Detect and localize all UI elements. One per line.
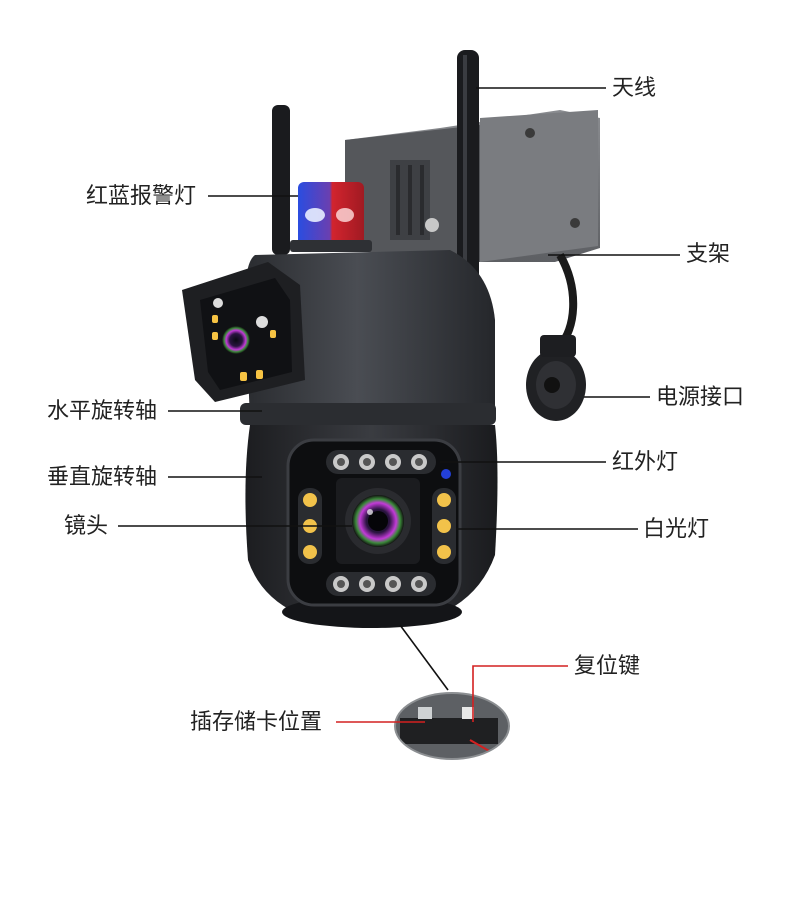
label-ir-light: 红外灯 xyxy=(612,450,679,475)
label-alarm-light: 红蓝报警灯 xyxy=(86,184,197,209)
label-bracket: 支架 xyxy=(686,242,731,267)
label-reset-button: 复位键 xyxy=(574,654,641,679)
bracket-icon xyxy=(345,110,600,262)
power-port-icon xyxy=(526,253,586,421)
label-pan-axis: 水平旋转轴 xyxy=(47,399,158,424)
sd-slot-inset xyxy=(394,624,510,760)
label-antenna: 天线 xyxy=(612,76,657,101)
fixed-camera-icon xyxy=(182,262,305,402)
label-sd-slot: 插存储卡位置 xyxy=(190,710,323,735)
pan-axis-ring xyxy=(240,403,496,425)
label-lens: 镜头 xyxy=(64,514,109,539)
ir-light-icon xyxy=(326,450,436,474)
callout-lines xyxy=(118,87,680,530)
label-white-light: 白光灯 xyxy=(643,517,710,542)
red-callout-lines xyxy=(336,665,568,723)
lens-icon xyxy=(336,478,420,564)
label-power-port: 电源接口 xyxy=(656,385,745,410)
alarm-light-icon xyxy=(290,182,372,252)
status-led xyxy=(441,469,451,479)
upper-body xyxy=(245,250,495,422)
label-tilt-axis: 垂直旋转轴 xyxy=(47,465,158,490)
ir-light-bottom-icon xyxy=(326,572,436,596)
